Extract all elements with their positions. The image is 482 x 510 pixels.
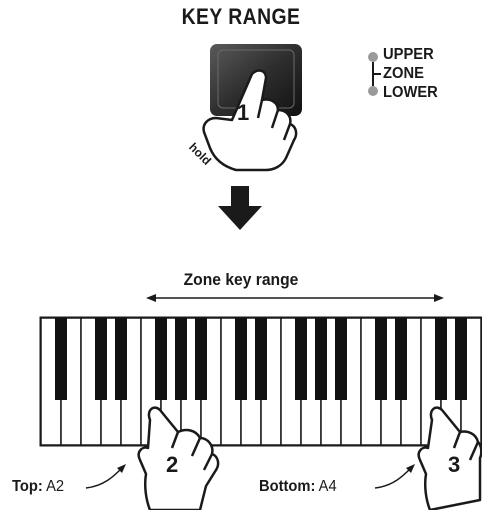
step-2-number: 2: [166, 452, 179, 477]
black-key: [195, 318, 207, 400]
black-key: [435, 318, 447, 400]
black-key: [95, 318, 107, 400]
black-key: [315, 318, 327, 400]
zone-label: ZONE: [383, 65, 424, 82]
black-key: [55, 318, 67, 400]
black-key: [255, 318, 267, 400]
top-pointer-head-icon: [117, 464, 126, 473]
zone-bracket-icon: [372, 62, 381, 86]
bottom-pointer-line: [374, 467, 412, 489]
black-key: [295, 318, 307, 400]
lower-led-icon: [368, 86, 378, 96]
step-1-number: 1: [237, 100, 250, 125]
black-key: [175, 318, 187, 400]
upper-label: UPPER: [383, 46, 434, 63]
hand-3-icon: [417, 406, 482, 510]
lower-label: LOWER: [383, 84, 438, 101]
top-caption-label: Top:: [12, 478, 43, 495]
top-pointer-line: [85, 467, 123, 489]
key-range-title: KEY RANGE: [181, 4, 301, 29]
keyboard: [39, 316, 482, 447]
black-key: [455, 318, 467, 400]
black-key: [395, 318, 407, 400]
step-3-number: 3: [448, 452, 461, 477]
top-caption-value: A2: [46, 478, 65, 495]
black-key: [235, 318, 247, 400]
zone-key-range-label: Zone key range: [183, 270, 299, 289]
zone-indicator: [368, 52, 381, 96]
black-key: [155, 318, 167, 400]
black-key: [335, 318, 347, 400]
upper-led-icon: [368, 52, 378, 62]
bottom-pointer-head-icon: [406, 464, 415, 473]
top-caption: Top: A2: [12, 478, 64, 496]
bottom-caption: Bottom: A4: [259, 478, 337, 496]
hand-1-icon: [202, 69, 298, 172]
hand-2-icon: [137, 406, 220, 510]
bottom-caption-label: Bottom:: [259, 478, 316, 495]
down-arrow-icon: [218, 186, 262, 230]
range-double-arrow-icon: [146, 294, 444, 302]
black-key: [375, 318, 387, 400]
black-key: [115, 318, 127, 400]
bottom-caption-value: A4: [318, 478, 337, 495]
